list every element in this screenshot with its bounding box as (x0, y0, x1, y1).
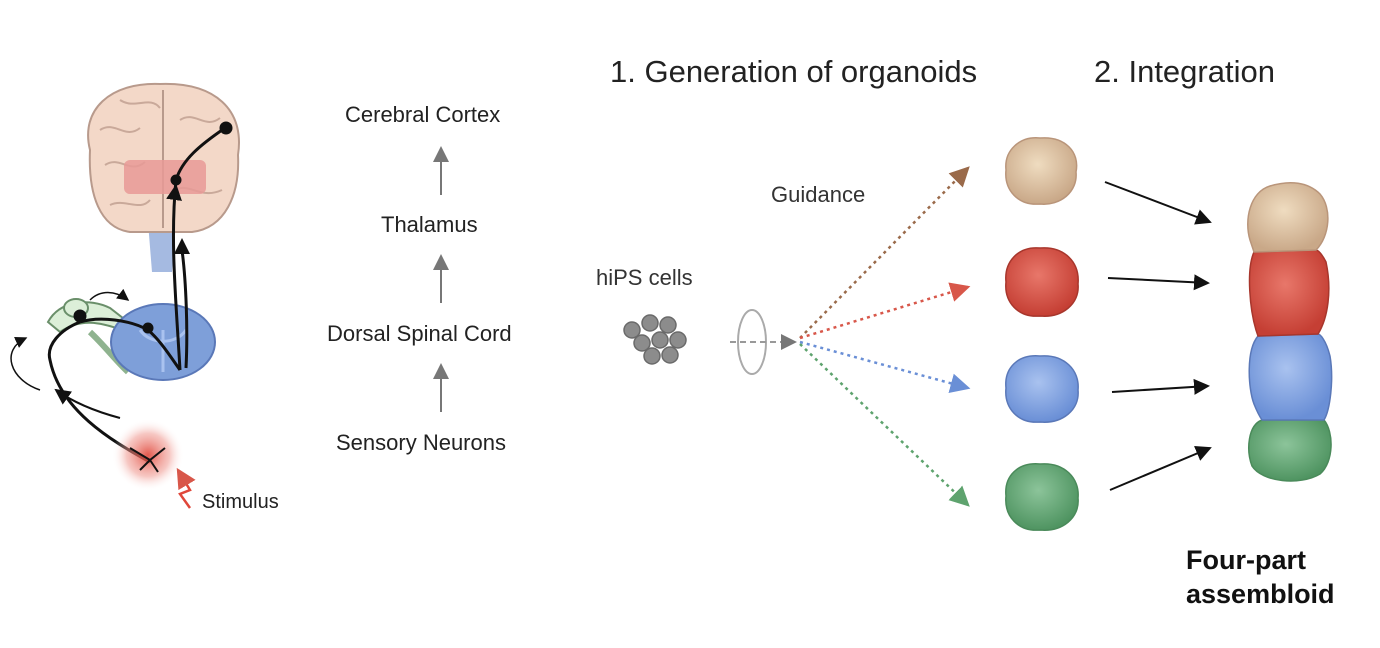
stimulus-label: Stimulus (202, 491, 279, 513)
guidance-label: Guidance (771, 182, 866, 207)
step1-title: 1. Generation of organoids (610, 54, 978, 89)
spinal-cord-illustration (46, 298, 216, 381)
level-sensory-neurons: Sensory Neurons (336, 430, 506, 455)
assembloid-label-line2: assembloid (1186, 579, 1335, 609)
stimulus-bolt-icon (176, 467, 196, 509)
rotation-icon (730, 309, 797, 375)
thalamus-region (124, 160, 206, 194)
afferent-arrow (10, 336, 41, 391)
level-dorsal-spinal-cord: Dorsal Spinal Cord (327, 321, 512, 346)
stimulus-glow (112, 419, 184, 491)
hips-cells-label: hiPS cells (596, 265, 693, 290)
level-cerebral-cortex: Cerebral Cortex (345, 102, 501, 127)
step2-title: 2. Integration (1094, 54, 1275, 89)
level-thalamus: Thalamus (381, 212, 478, 237)
hips-cells-cluster (623, 314, 687, 365)
assembloid (1247, 181, 1333, 482)
organoid-sensory (1005, 463, 1079, 531)
guidance-arrows (799, 166, 971, 507)
integration-arrows (1104, 181, 1212, 491)
assembloid-label-line1: Four-part (1186, 545, 1306, 575)
assembloid-label: Four-part assembloid (1186, 543, 1335, 611)
organoid-spinal-cord (1005, 355, 1079, 423)
brainstem-shape (148, 222, 176, 272)
organoid-thalamus (1005, 247, 1079, 317)
organoid-cortex (1005, 137, 1078, 205)
assembloid-spinal-part (1248, 333, 1333, 421)
brain-illustration (87, 82, 240, 272)
assembloid-thalamus-part (1248, 249, 1330, 337)
assembloid-cortex-part (1247, 181, 1329, 253)
assembloid-sensory-part (1248, 419, 1332, 482)
